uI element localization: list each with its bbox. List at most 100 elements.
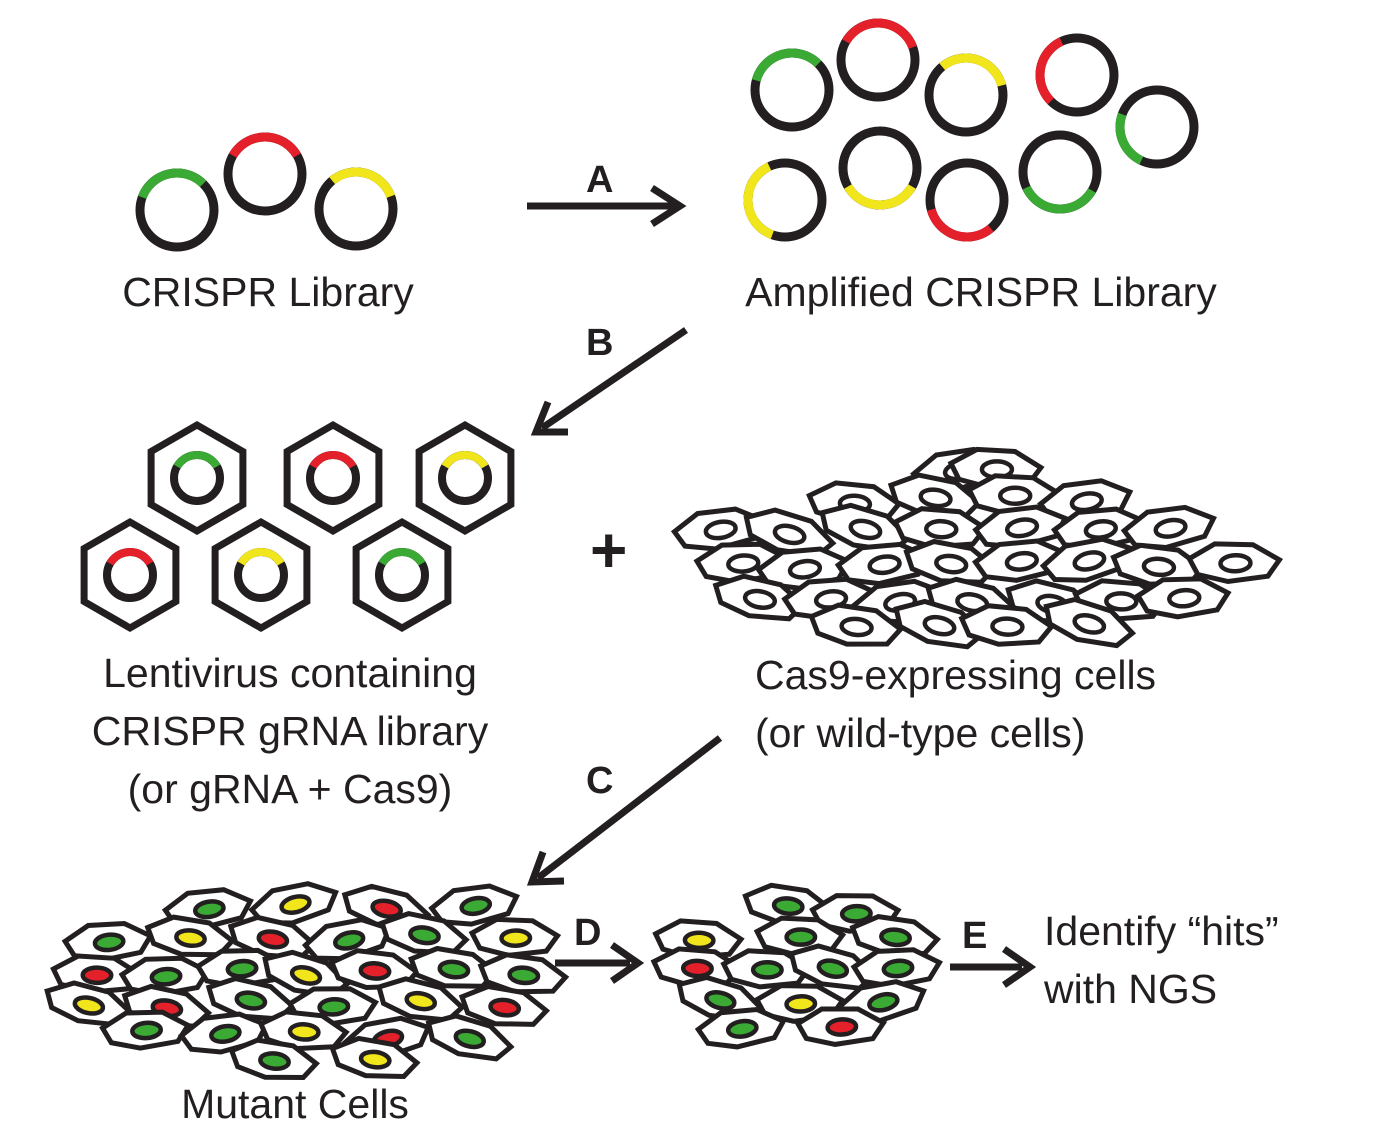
amplified-library-plasmids — [743, 18, 1199, 242]
cell — [958, 603, 1056, 647]
arrow-b — [530, 327, 688, 436]
cell — [893, 598, 987, 650]
nucleus — [703, 519, 738, 541]
cell — [1043, 596, 1137, 649]
cas9-label-line1: Cas9-expressing cells — [755, 652, 1156, 698]
amplified-plasmid — [925, 158, 1009, 242]
nucleus — [867, 554, 902, 576]
nucleus — [1167, 587, 1202, 609]
cell — [425, 1013, 515, 1062]
nucleus — [1004, 517, 1040, 539]
nucleus — [772, 523, 807, 546]
cell — [1134, 576, 1232, 620]
lentivirus-plasmid — [306, 451, 360, 505]
lentivirus-plasmid — [170, 451, 224, 505]
cell — [194, 947, 288, 989]
nucleus-g — [332, 930, 366, 951]
nucleus-y — [358, 1049, 392, 1070]
nucleus-g — [771, 896, 805, 917]
nucleus-g — [130, 1020, 164, 1041]
nucleus — [1072, 613, 1107, 635]
nucleus-g — [867, 991, 900, 1013]
nucleus-y — [289, 964, 323, 986]
amplified-plasmid — [836, 18, 920, 102]
nucleus-g — [408, 925, 441, 946]
lentivirus-particle — [352, 517, 452, 633]
nucleus-r — [80, 965, 114, 986]
nucleus-g — [839, 903, 873, 924]
cell — [794, 1006, 888, 1047]
crispr-library-label: CRISPR Library — [122, 269, 414, 315]
step-d-label: D — [574, 912, 601, 954]
plus-sign: + — [590, 514, 627, 586]
library-plasmid — [314, 167, 398, 251]
cell — [694, 1006, 787, 1050]
nucleus-y — [287, 1022, 321, 1042]
nucleus-g — [453, 1028, 486, 1050]
nucleus — [990, 616, 1025, 637]
arrow-e — [950, 946, 1037, 988]
cell — [468, 916, 562, 958]
nucleus-g — [317, 996, 351, 1017]
cell — [1120, 504, 1217, 551]
nucleus — [1153, 517, 1188, 539]
lentivirus-plasmid — [103, 548, 157, 602]
lentivirus-particle — [80, 517, 180, 633]
cas9-label-line2: (or wild-type cells) — [755, 710, 1085, 756]
arrow-a — [527, 185, 687, 227]
cell — [378, 911, 470, 956]
lentivirus-plasmid — [375, 548, 429, 602]
nucleus-g — [881, 958, 915, 979]
cell — [144, 914, 236, 958]
nucleus-y — [784, 994, 818, 1014]
nucleus — [726, 553, 761, 574]
cell — [477, 952, 570, 995]
library-plasmid — [223, 132, 307, 216]
amplified-plasmid — [1035, 33, 1119, 117]
lentivirus-particle — [211, 517, 311, 633]
step-e-label: E — [962, 915, 987, 957]
cell — [743, 507, 837, 559]
identify-hits-line1: Identify “hits” — [1044, 908, 1279, 954]
lentivirus-label-line3: (or gRNA + Cas9) — [128, 766, 453, 812]
nucleus-y — [279, 894, 312, 915]
nucleus-g — [704, 990, 737, 1011]
nucleus — [848, 518, 883, 541]
cell — [428, 883, 520, 927]
nucleus-g — [149, 966, 183, 987]
nucleus-g — [225, 958, 259, 979]
crispr-library-plasmids — [135, 132, 398, 252]
selected-cell-cluster — [650, 882, 943, 1050]
cell — [99, 1009, 192, 1051]
step-c-label: C — [586, 760, 613, 802]
cell — [1185, 541, 1284, 585]
amplified-plasmid — [743, 158, 827, 242]
lentivirus-plasmid — [438, 451, 492, 505]
nucleus-g — [234, 990, 268, 1011]
amplified-plasmid — [1018, 130, 1102, 214]
amplified-plasmid — [1115, 85, 1199, 169]
arrow-c — [526, 735, 723, 886]
nucleus — [1218, 552, 1253, 574]
nucleus-g — [92, 932, 126, 953]
nucleus-y — [499, 928, 533, 948]
cell — [262, 949, 351, 999]
nucleus-y — [682, 930, 716, 951]
cell — [205, 976, 297, 1022]
nucleus-y — [174, 928, 207, 949]
nucleus — [787, 558, 823, 580]
mutant-cells-label: Mutant Cells — [181, 1081, 409, 1127]
nucleus — [934, 553, 969, 575]
nucleus-g — [209, 1023, 242, 1044]
step-b-label: B — [586, 322, 613, 364]
cell — [850, 947, 943, 989]
cell — [341, 883, 432, 931]
nucleus-g — [816, 958, 850, 979]
cell — [965, 473, 1063, 517]
cell — [849, 914, 941, 957]
nucleus-r — [680, 958, 714, 979]
step-a-label: A — [586, 159, 613, 201]
cell — [903, 538, 999, 585]
nucleus — [1072, 550, 1107, 572]
